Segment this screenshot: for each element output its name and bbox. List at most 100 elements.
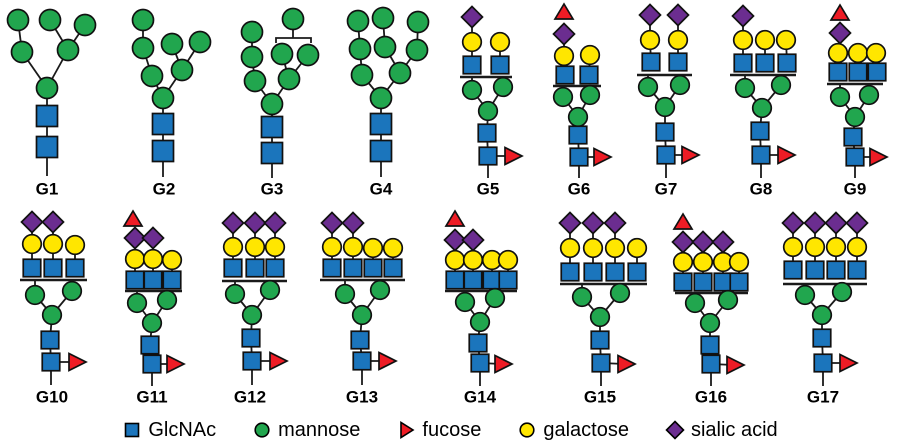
galactose-node (444, 249, 466, 271)
core-fucose-node (869, 147, 889, 167)
glcnac-node (813, 353, 833, 373)
galactose-node (827, 42, 849, 64)
glcnac-node (828, 62, 848, 82)
floating-fucose-node (122, 209, 144, 227)
galactose-node (579, 44, 601, 66)
sialic-acid-icon (665, 419, 685, 440)
mannose-node (243, 69, 267, 93)
sialic-acid-node (803, 211, 827, 235)
galactose-node (692, 251, 714, 273)
galactose-node (222, 236, 244, 258)
glcnac-node (369, 112, 393, 136)
galactose-node (672, 251, 694, 273)
sialic-acid-node (711, 230, 735, 254)
legend-label-sialic-acid: sialic acid (690, 418, 778, 441)
legend-item-mannose: mannose (252, 420, 360, 440)
core-fucose-node (269, 351, 289, 371)
glycan-label: G16 (695, 388, 727, 407)
floating-fucose-node (553, 2, 575, 20)
core-fucose-node (777, 145, 797, 165)
glcnac-node (40, 330, 60, 350)
core-fucose-node (726, 355, 746, 375)
mannose-node (131, 8, 155, 32)
galactose-node (382, 237, 404, 259)
galactose-node (804, 236, 826, 258)
mannose-node (589, 306, 611, 328)
sialic-acid-node (461, 228, 485, 252)
mannose-node (351, 304, 373, 326)
glcnac-node (482, 270, 502, 290)
mannose-node (56, 38, 80, 62)
mannose-node (469, 311, 491, 333)
core-fucose-node (378, 351, 398, 371)
glcnac-node (568, 125, 588, 145)
galactose-node (362, 237, 384, 259)
sialic-acid-node (552, 22, 576, 46)
glcnac-node (35, 104, 59, 128)
glcnac-icon (125, 422, 140, 437)
legend-label-galactose: galactose (543, 418, 629, 441)
sialic-acid-node (558, 211, 582, 235)
glcnac-node (369, 139, 393, 163)
galactose-node (124, 248, 146, 270)
mannose-node (126, 292, 148, 314)
glcnac-node (468, 333, 488, 353)
mannose-node (334, 283, 356, 305)
mannose-node (484, 287, 506, 309)
glcnac-node (845, 147, 865, 167)
mannose-node (156, 289, 178, 311)
glcnac-node (143, 270, 163, 290)
galactose-node (264, 236, 286, 258)
glycan-g7: G7 (637, 3, 701, 199)
glycan-g16: G16 (671, 212, 750, 407)
legend-label-fucose: fucose (422, 418, 482, 441)
glcnac-node (162, 270, 182, 290)
core-fucose-node (617, 354, 637, 374)
glcnac-node (701, 354, 721, 374)
glcnac-node (477, 123, 497, 143)
core-fucose-node (681, 145, 701, 165)
glcnac-node (812, 328, 832, 348)
mannose-node (240, 45, 264, 69)
glycan-label: G1 (36, 180, 59, 199)
mannose-node (369, 86, 393, 110)
sialic-acid-node (691, 230, 715, 254)
galactose-node (865, 42, 887, 64)
glcnac-node (867, 62, 887, 82)
sialic-acid-node (41, 210, 65, 234)
mannose-node (699, 312, 721, 334)
legend-item-galactose: galactose (517, 420, 629, 440)
mannose-node (794, 284, 816, 306)
fucose-icon (400, 420, 415, 439)
mannose-node (461, 79, 483, 101)
glcnac-node (627, 262, 647, 282)
glcnac-node (555, 65, 575, 85)
sialic-acid-node (671, 230, 695, 254)
mannose-node (281, 7, 305, 31)
glcnac-node (805, 260, 825, 280)
mannose-node (637, 76, 659, 98)
glycan-g9: G9 (827, 3, 889, 199)
mannose-node (259, 279, 281, 301)
mannose-node (346, 9, 370, 33)
glycan-g5: G5 (460, 5, 524, 199)
mannose-node (348, 37, 372, 61)
mannose-node (567, 106, 589, 128)
glycan-g15: G15 (558, 211, 648, 407)
mannose-node (61, 280, 83, 302)
mannose-node (388, 61, 412, 85)
glycan-label: G5 (477, 180, 500, 199)
mannose-node (131, 36, 155, 60)
glcnac-node (265, 258, 285, 278)
legend: GlcNAc mannose fucose galactose sialic a… (0, 411, 900, 448)
galactose-node (553, 45, 575, 67)
glycan-g13: G13 (320, 211, 405, 407)
galactose-node (42, 233, 64, 255)
legend-item-fucose: fucose (396, 420, 481, 440)
glcnac-node (655, 122, 675, 142)
glycan-label: G7 (655, 180, 678, 199)
legend-label-glcnac: GlcNAc (148, 418, 217, 441)
mannose-node (858, 84, 880, 106)
glcnac-node (352, 351, 372, 371)
galactose-node (321, 236, 343, 258)
